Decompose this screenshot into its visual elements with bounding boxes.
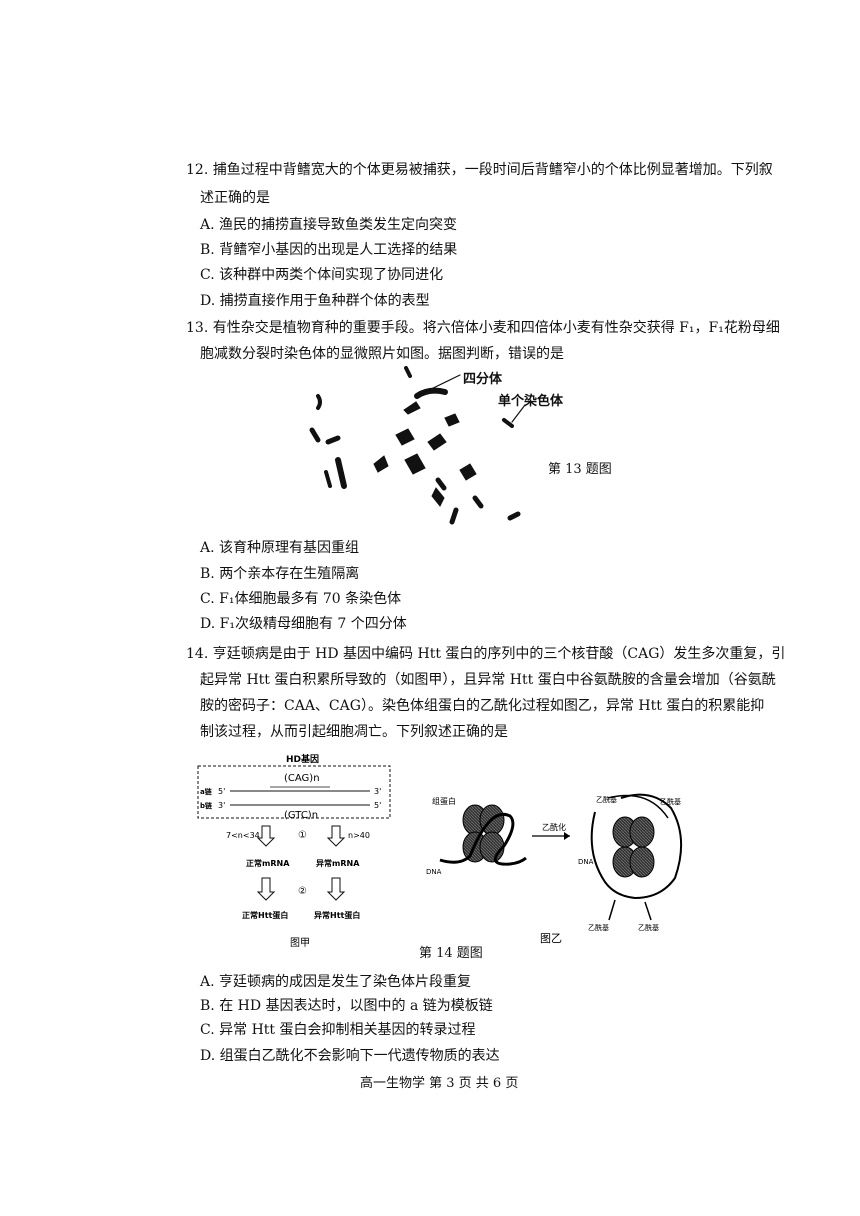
figure-a-caption: 图甲 bbox=[290, 937, 310, 949]
a-chain-label: a链 bbox=[200, 787, 212, 796]
page-footer: 高一生物学 第 3 页 共 6 页 bbox=[360, 1076, 519, 1091]
figure-a-diagram: HD基因 (CAG)n a链 b链 5' 3' 3' 5' (GTC)n 7<n… bbox=[197, 753, 391, 949]
gtc-label: (GTC)n bbox=[284, 810, 318, 821]
acetyl-label-tl: 乙酰基 bbox=[596, 795, 617, 804]
q14-option-b: B. 在 HD 基因表达时，以图中的 a 链为模板链 bbox=[200, 998, 493, 1014]
b-chain-label: b链 bbox=[200, 801, 212, 810]
chromosome-micrograph bbox=[309, 366, 526, 525]
b-five-prime: 5' bbox=[374, 801, 381, 810]
histone-label: 组蛋白 bbox=[432, 796, 456, 806]
histone-octamer-right bbox=[590, 793, 683, 921]
q13-option-c: C. F₁体细胞最多有 70 条染色体 bbox=[200, 591, 402, 607]
q13-option-b: B. 两个亲本存在生殖隔离 bbox=[200, 566, 360, 582]
q12-stem-line1: 12. 捕鱼过程中背鳍宽大的个体更易被捕获，一段时间后背鳍窄小的个体比例显著增加… bbox=[186, 162, 773, 178]
q13-option-d: D. F₁次级精母细胞有 7 个四分体 bbox=[200, 616, 407, 632]
q14-option-a: A. 亨廷顿病的成因是发生了染色体片段重复 bbox=[200, 974, 472, 990]
q13-stem-line2: 胞减数分裂时染色体的显微照片如图。据图判断，错误的是 bbox=[200, 346, 564, 362]
q12-option-b: B. 背鳍窄小基因的出现是人工选择的结果 bbox=[200, 242, 458, 258]
abnormal-htt-label: 异常Htt蛋白 bbox=[314, 910, 360, 920]
cond-right: n>40 bbox=[348, 831, 370, 840]
dna-label-left: DNA bbox=[426, 868, 442, 876]
q14-stem-line3: 胺的密码子：CAA、CAG）。染色体组蛋白的乙酰化过程如图乙，异常 Htt 蛋白… bbox=[200, 698, 765, 714]
figure-b-diagram: 组蛋白 DNA 乙酰化 乙酰基 乙酰基 DNA 乙酰基 乙酰基 图乙 bbox=[426, 793, 683, 945]
q12-option-a: A. 渔民的捕捞直接导致鱼类发生定向突变 bbox=[200, 217, 458, 233]
q12-stem-line2: 述正确的是 bbox=[200, 190, 270, 206]
step-1-label: ① bbox=[298, 830, 307, 841]
abnormal-mrna-label: 异常mRNA bbox=[316, 858, 360, 868]
acetyl-label-br: 乙酰基 bbox=[638, 923, 659, 932]
b-three-prime: 3' bbox=[218, 801, 225, 810]
q14-figure-caption: 第 14 题图 bbox=[419, 946, 483, 961]
a-five-prime: 5' bbox=[218, 787, 225, 796]
acetyl-label-bl: 乙酰基 bbox=[588, 923, 609, 932]
q14-stem-line4: 制该过程，从而引起细胞凋亡。下列叙述正确的是 bbox=[200, 724, 508, 740]
q13-option-a: A. 该育种原理有基因重组 bbox=[200, 540, 360, 556]
label-single-chromosome: 单个染色体 bbox=[498, 394, 564, 409]
normal-htt-label: 正常Htt蛋白 bbox=[242, 910, 288, 920]
acetyl-label-tr: 乙酰基 bbox=[660, 797, 681, 806]
q14-option-d: D. 组蛋白乙酰化不会影响下一代遗传物质的表达 bbox=[200, 1048, 500, 1064]
q14-stem-line1: 14. 亨廷顿病是由于 HD 基因中编码 Htt 蛋白的序列中的三个核苷酸（CA… bbox=[186, 646, 786, 662]
q13-figure-caption: 第 13 题图 bbox=[548, 462, 612, 477]
a-three-prime: 3' bbox=[374, 787, 381, 796]
figure-b-caption: 图乙 bbox=[540, 932, 562, 945]
acetylation-label: 乙酰化 bbox=[542, 822, 566, 832]
label-tetrad: 四分体 bbox=[463, 372, 503, 387]
q14-option-c: C. 异常 Htt 蛋白会抑制相关基因的转录过程 bbox=[200, 1022, 476, 1038]
normal-mrna-label: 正常mRNA bbox=[246, 858, 290, 868]
cag-label: (CAG)n bbox=[284, 773, 320, 784]
q12-option-c: C. 该种群中两类个体间实现了协同进化 bbox=[200, 267, 444, 283]
hd-gene-label: HD基因 bbox=[286, 753, 319, 765]
dna-label-right: DNA bbox=[578, 858, 594, 866]
histone-octamer-left bbox=[439, 804, 527, 866]
q12-option-d: D. 捕捞直接作用于鱼种群个体的表型 bbox=[200, 293, 430, 309]
q14-stem-line2: 起异常 Htt 蛋白积累所导致的（如图甲），且异常 Htt 蛋白中谷氨酰胺的含量… bbox=[200, 672, 776, 688]
cond-left: 7<n<34 bbox=[226, 831, 260, 840]
step-2-label: ② bbox=[298, 886, 307, 897]
q13-stem-line1: 13. 有性杂交是植物育种的重要手段。将六倍体小麦和四倍体小麦有性杂交获得 F₁… bbox=[186, 320, 780, 336]
